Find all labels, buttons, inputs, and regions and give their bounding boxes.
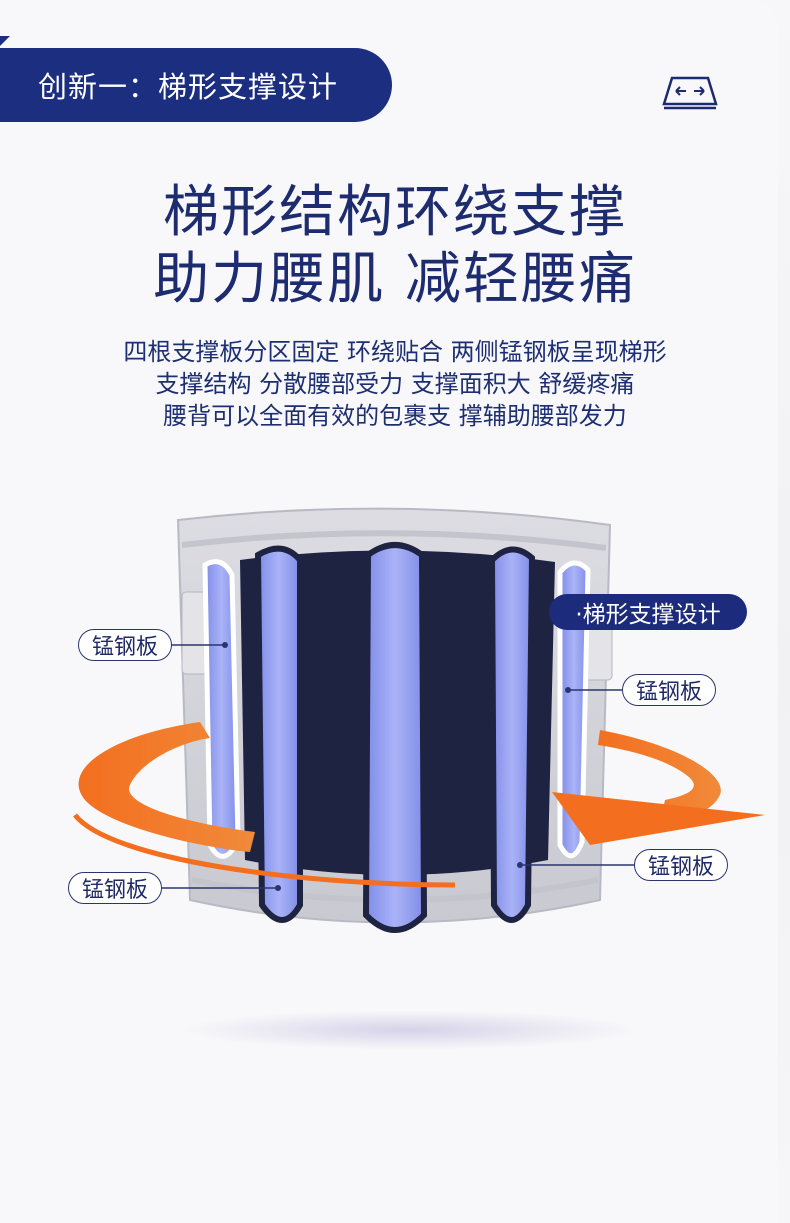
description-line-1: 四根支撑板分区固定 环绕贴合 两侧锰钢板呈现梯形 <box>123 338 667 366</box>
description-line-3: 腰背可以全面有效的包裹支 撑辅助腰部发力 <box>163 402 627 430</box>
feature-tag: 创新一：梯形支撑设计 <box>0 48 392 122</box>
callout-right-title: ·梯形支撑设计 <box>549 594 747 630</box>
trapezoid-width-icon <box>662 76 718 110</box>
feature-tag-label: 创新一：梯形支撑设计 <box>38 70 339 104</box>
headline-line-1: 梯形结构环绕支撑 <box>163 180 627 245</box>
waist-belt-illustration <box>73 507 765 933</box>
headline-line-2: 助力腰肌 减轻腰痛 <box>153 247 637 312</box>
description-line-2: 支撑结构 分散腰部受力 支撑面积大 舒缓疼痛 <box>155 370 635 398</box>
callout-right-bottom: 锰钢板 <box>634 849 728 881</box>
product-shadow <box>180 1010 640 1050</box>
callout-left-bottom: 锰钢板 <box>68 872 162 904</box>
callout-right-top: 锰钢板 <box>622 674 716 706</box>
corner-accent <box>0 36 10 46</box>
callout-left-top: 锰钢板 <box>78 629 172 661</box>
